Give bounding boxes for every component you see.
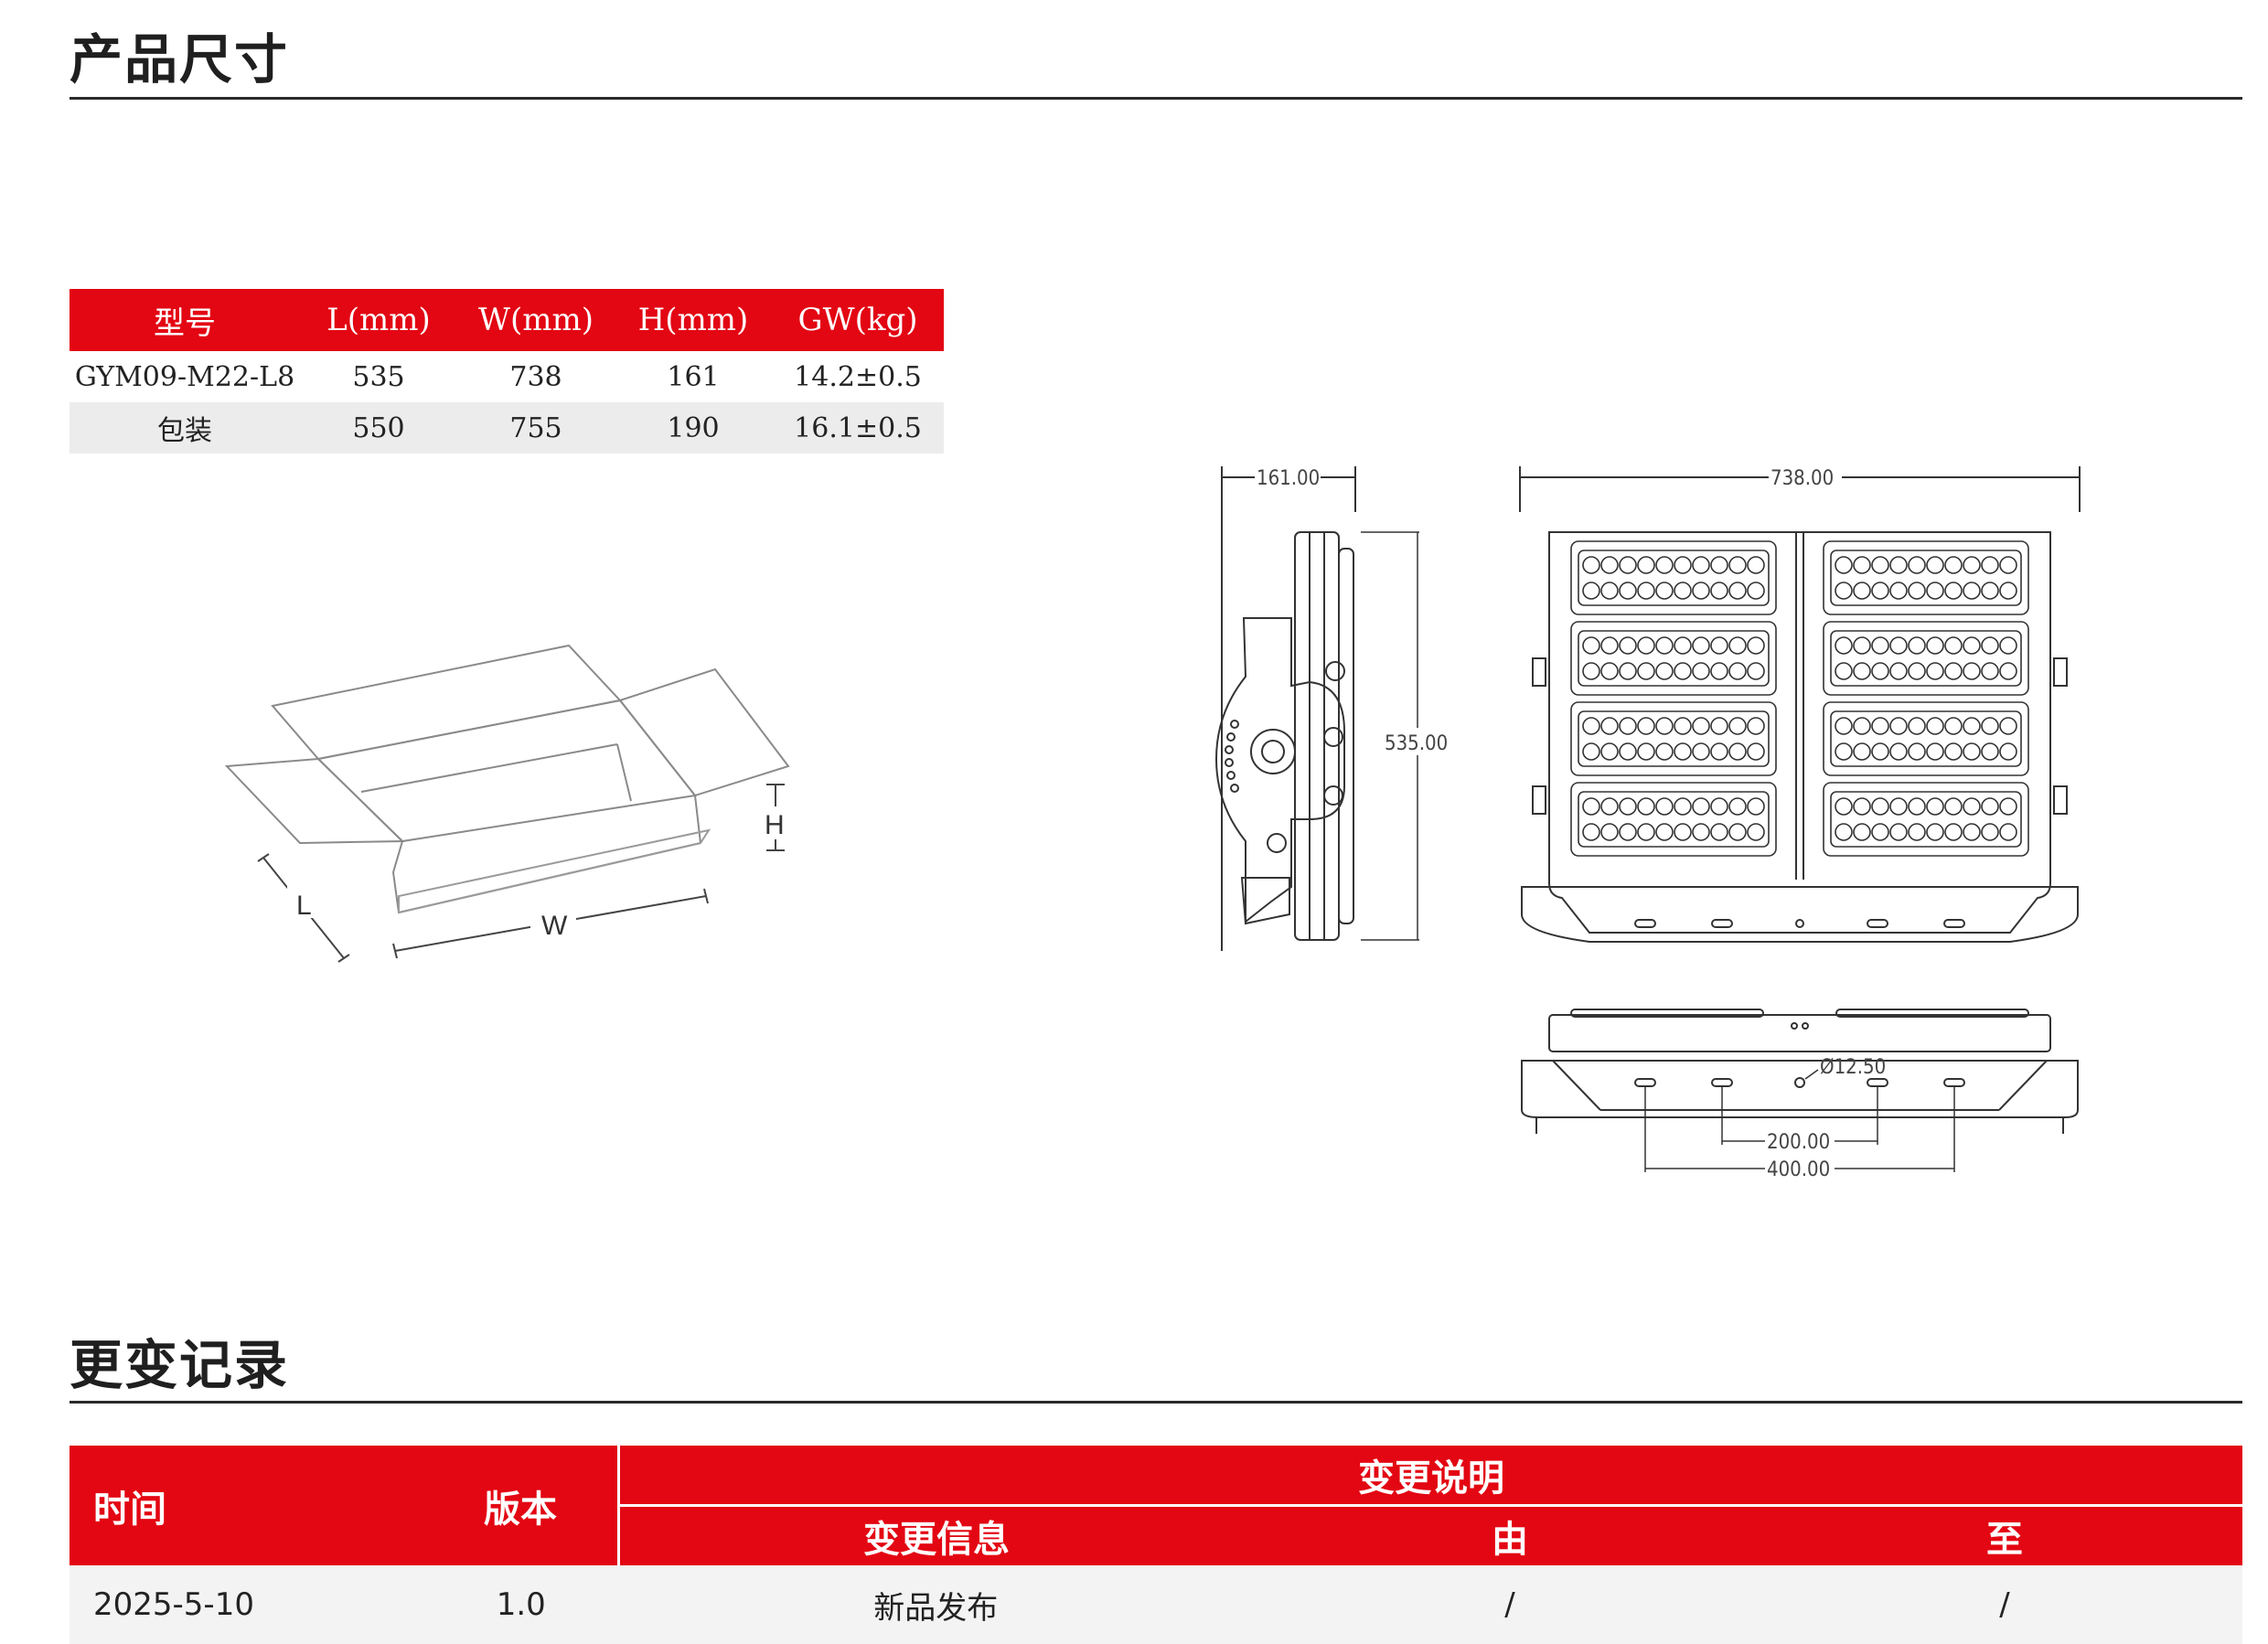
cell-width: 755	[457, 402, 615, 454]
cell-model: 包装	[70, 402, 300, 454]
cell-width: 738	[457, 351, 615, 402]
header-height: H(mm)	[615, 289, 772, 351]
cell-height: 161	[615, 351, 772, 402]
front-view-drawing: 738.00	[1519, 466, 2081, 943]
header-gross-weight: GW(kg)	[772, 289, 944, 351]
side-view-drawing: 161.00	[1214, 466, 1419, 951]
header-length: L(mm)	[300, 289, 457, 351]
box-label-w: W	[541, 911, 568, 941]
header-change-desc: 变更说明	[618, 1446, 2242, 1507]
header-from: 由	[1253, 1505, 1767, 1565]
cell-from: /	[1253, 1565, 1767, 1644]
section-divider-size	[70, 97, 2242, 100]
section-title-change-log: 更变记录	[70, 1334, 290, 1396]
cell-weight: 14.2±0.5	[772, 351, 944, 402]
header-time: 时间	[70, 1446, 423, 1565]
size-table-header: 型号 L(mm) W(mm) H(mm) GW(kg)	[70, 289, 944, 351]
size-table: 型号 L(mm) W(mm) H(mm) GW(kg) GYM09-M22-L8…	[70, 289, 944, 454]
header-change-info: 变更信息	[618, 1505, 1253, 1565]
header-width: W(mm)	[457, 289, 615, 351]
dim-height-text: 535.00	[1385, 732, 1448, 755]
dim-front-width: 738.00	[1771, 467, 1834, 490]
cell-to: /	[1767, 1565, 2242, 1644]
packaging-box-drawing: H L W	[224, 644, 792, 963]
dim-spacing-inner: 200.00	[1767, 1131, 1830, 1154]
cell-length: 535	[300, 351, 457, 402]
table-row: GYM09-M22-L8 535 738 161 14.2±0.5	[70, 351, 944, 402]
cell-weight: 16.1±0.5	[772, 402, 944, 454]
change-log-table: 时间 版本 变更说明 变更信息 由 至 2025-5-10 1.0 新品发布 /…	[70, 1446, 2242, 1644]
cell-version: 1.0	[423, 1565, 619, 1644]
dim-hole: Ø12.50	[1820, 1056, 1886, 1079]
bottom-view-drawing: Ø12.50 200.00 400.00	[1521, 1009, 2079, 1181]
cell-time: 2025-5-10	[70, 1565, 423, 1644]
header-to: 至	[1767, 1505, 2242, 1565]
section-title-size: 产品尺寸	[70, 28, 290, 91]
cell-change-info: 新品发布	[618, 1565, 1253, 1644]
box-label-l: L	[296, 891, 312, 921]
change-log-header-sub: 变更信息 由 至	[70, 1505, 2242, 1565]
section-divider-change-log	[70, 1401, 2242, 1404]
dim-side-width: 161.00	[1257, 467, 1320, 490]
table-row: 2025-5-10 1.0 新品发布 / /	[70, 1565, 2242, 1644]
cell-model: GYM09-M22-L8	[70, 351, 300, 402]
table-row: 包装 550 755 190 16.1±0.5	[70, 402, 944, 454]
header-model: 型号	[70, 289, 300, 351]
header-version: 版本	[423, 1446, 620, 1565]
dim-label-height: 535.00	[1381, 728, 1465, 755]
cell-length: 550	[300, 402, 457, 454]
change-log-header-top: 时间 版本 变更说明	[70, 1446, 2242, 1565]
dim-spacing-outer: 400.00	[1767, 1158, 1830, 1181]
box-label-h: H	[765, 810, 785, 840]
cell-height: 190	[615, 402, 772, 454]
